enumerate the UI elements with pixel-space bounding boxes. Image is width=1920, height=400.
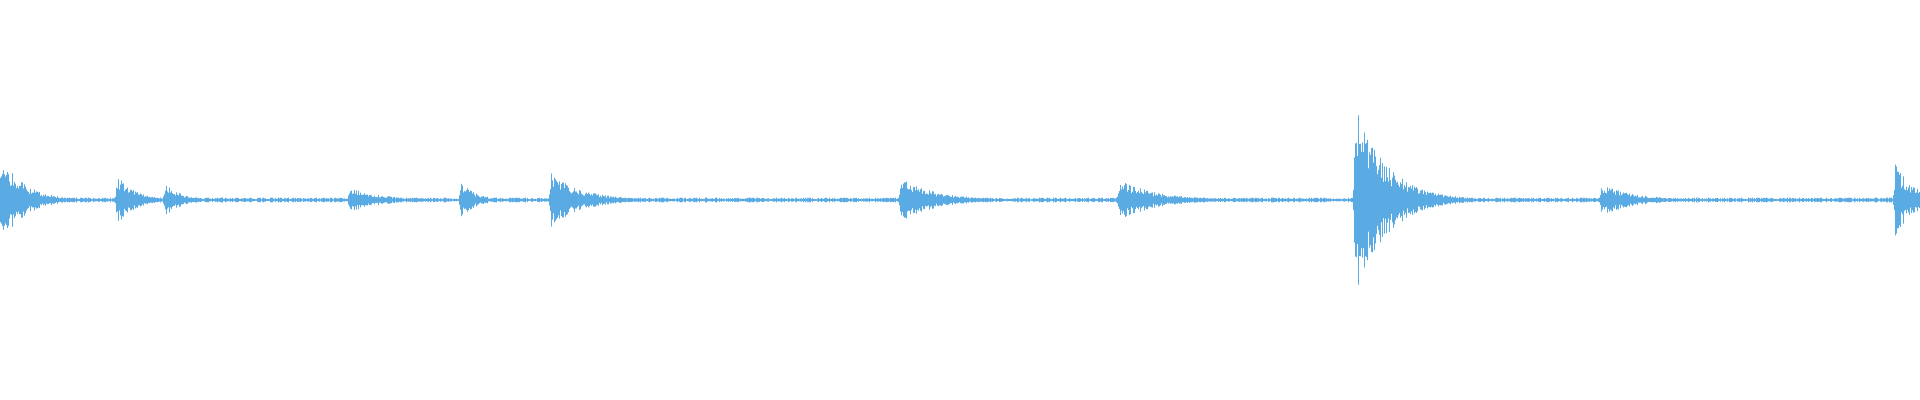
waveform-samples [0,115,1920,285]
waveform-path [0,115,1920,285]
